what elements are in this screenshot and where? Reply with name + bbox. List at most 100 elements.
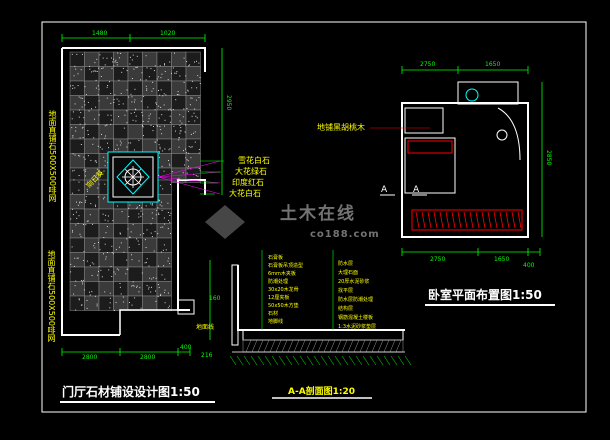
foyer-speckle — [83, 127, 84, 128]
foyer-speckle — [98, 68, 99, 69]
foyer-speckle — [195, 142, 196, 143]
foyer-speckle — [82, 54, 83, 55]
foyer-speckle — [143, 96, 144, 97]
foyer-speckle — [169, 165, 170, 166]
foyer-tile — [99, 238, 114, 253]
watermark-en: co188.com — [310, 230, 380, 240]
foyer-speckle — [121, 93, 122, 94]
foyer-speckle — [110, 302, 111, 303]
foyer-tile — [70, 139, 85, 154]
foyer-speckle — [106, 232, 107, 233]
foyer-column — [178, 300, 194, 314]
foyer-speckle — [116, 249, 117, 250]
foyer-speckle — [164, 126, 165, 127]
section-earth — [237, 356, 243, 365]
foyer-speckle — [119, 247, 120, 248]
foyer-speckle — [81, 305, 82, 306]
foyer-tile — [99, 67, 114, 82]
foyer-speckle — [113, 253, 114, 254]
foyer-speckle — [159, 157, 160, 158]
foyer-tile — [143, 224, 158, 239]
foyer-speckle — [189, 146, 190, 147]
foyer-speckle — [77, 258, 78, 259]
section-earth — [342, 356, 348, 365]
foyer-speckle — [190, 147, 191, 148]
foyer-tile — [186, 110, 201, 125]
foyer-speckle — [164, 65, 165, 66]
foyer-speckle — [110, 93, 111, 94]
foyer-speckle — [72, 54, 73, 55]
foyer-tile — [186, 96, 201, 111]
foyer-speckle — [161, 114, 162, 115]
foyer-speckle — [75, 225, 76, 226]
bedroom-section-mark-1: A — [381, 186, 387, 195]
foyer-speckle — [194, 121, 195, 122]
foyer-tile — [114, 96, 129, 111]
foyer-tile — [157, 67, 172, 82]
foyer-speckle — [147, 107, 148, 108]
foyer-tile — [186, 67, 201, 82]
section-earth — [349, 356, 355, 365]
section-earth — [314, 356, 320, 365]
watermark-logo-icon — [205, 205, 245, 239]
foyer-speckle — [88, 102, 89, 103]
foyer-speckle — [97, 304, 98, 305]
foyer-speckle — [132, 96, 133, 97]
foyer-speckle — [178, 178, 179, 179]
foyer-speckle — [103, 214, 104, 215]
foyer-speckle — [149, 287, 150, 288]
foyer-speckle — [127, 228, 128, 229]
foyer-speckle — [135, 121, 136, 122]
foyer-speckle — [118, 116, 119, 117]
section-earth — [356, 356, 362, 365]
foyer-tile — [128, 224, 143, 239]
foyer-speckle — [117, 145, 118, 146]
foyer-speckle — [155, 109, 156, 110]
foyer-speckle — [152, 236, 153, 237]
bedroom-title: 卧室平面布置图1:50 — [428, 289, 542, 301]
foyer-speckle — [80, 112, 81, 113]
foyer-speckle — [168, 79, 169, 80]
foyer-speckle — [126, 110, 127, 111]
sec-right-notes-item: 大理石面 — [338, 271, 358, 276]
foyer-tile — [85, 154, 100, 169]
foyer-speckle — [110, 298, 111, 299]
foyer-speckle — [165, 120, 166, 121]
foyer-speckle — [99, 89, 100, 90]
foyer-speckle — [168, 220, 169, 221]
foyer-speckle — [111, 246, 112, 247]
foyer-speckle — [111, 266, 112, 267]
section-hatch — [252, 340, 257, 352]
foyer-speckle — [146, 88, 147, 89]
foyer-speckle — [161, 252, 162, 253]
foyer-speckle — [170, 213, 171, 214]
foyer-speckle — [112, 252, 113, 253]
foyer-speckle — [170, 233, 171, 234]
foyer-speckle — [191, 134, 192, 135]
foyer-speckle — [137, 207, 138, 208]
foyer-tile — [186, 139, 201, 154]
foyer-speckle — [87, 261, 88, 262]
sec-left-notes-item: 50x50木方垫 — [268, 304, 299, 309]
bedroom-dim-bottom-mid: 1650 — [494, 257, 509, 263]
foyer-speckle — [75, 131, 76, 132]
foyer-speckle — [168, 109, 169, 110]
foyer-speckle — [110, 103, 111, 104]
section-hatch — [372, 340, 377, 352]
foyer-speckle — [141, 101, 142, 102]
foyer-speckle — [105, 220, 106, 221]
foyer-speckle — [94, 247, 95, 248]
foyer-speckle — [191, 87, 192, 88]
foyer-speckle — [155, 301, 156, 302]
foyer-speckle — [137, 56, 138, 57]
foyer-speckle — [104, 138, 105, 139]
section-earth — [321, 356, 327, 365]
foyer-speckle — [143, 135, 144, 136]
foyer-speckle — [89, 66, 90, 67]
foyer-speckle — [127, 90, 128, 91]
foyer-speckle — [152, 203, 153, 204]
foyer-speckle — [120, 283, 121, 284]
foyer-speckle — [170, 148, 171, 149]
bedroom-sink — [497, 130, 507, 140]
foyer-speckle — [70, 85, 71, 86]
